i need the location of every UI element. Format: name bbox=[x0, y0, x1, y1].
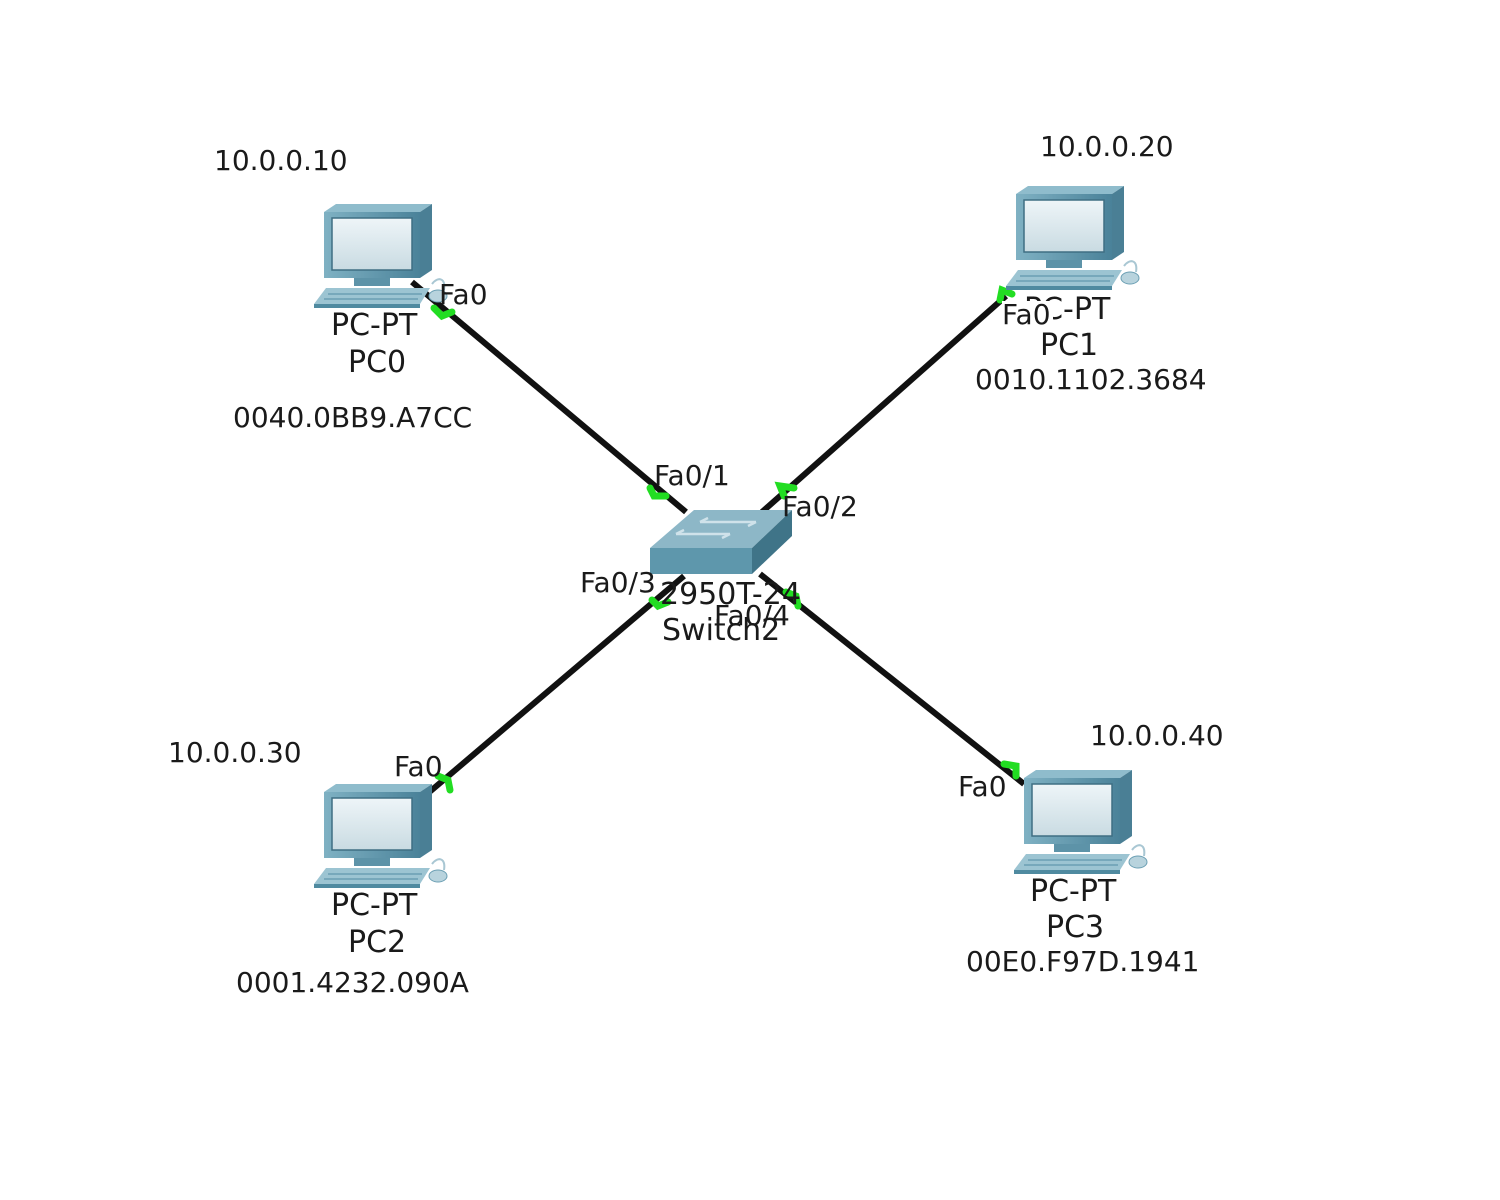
switch-port-fa0-4-label: Fa0/4 bbox=[714, 599, 790, 632]
pc3-model-label: PC-PT bbox=[1030, 874, 1117, 909]
pc0-icon[interactable] bbox=[313, 203, 448, 309]
switch-port-fa0-2-label: Fa0/2 bbox=[782, 490, 858, 523]
cable-pc3-switch[interactable] bbox=[758, 571, 1026, 787]
switch-port-fa0-1-label: Fa0/1 bbox=[654, 459, 730, 492]
link-status-pc2-fa0 bbox=[434, 772, 454, 794]
switch-icon[interactable] bbox=[650, 510, 792, 574]
pc2-model-label: PC-PT bbox=[331, 888, 418, 923]
pc3-port-label: Fa0 bbox=[958, 770, 1007, 803]
pc2-name-label: PC2 bbox=[348, 925, 407, 960]
cable-pc2-switch[interactable] bbox=[418, 573, 686, 803]
pc3-ip-label: 10.0.0.40 bbox=[1090, 719, 1224, 752]
pc2-icon[interactable] bbox=[313, 783, 448, 889]
pc0-model-label: PC-PT bbox=[331, 308, 418, 343]
pc0-port-label: Fa0 bbox=[439, 278, 488, 311]
pc1-icon[interactable] bbox=[1005, 185, 1140, 291]
pc1-port-label: Fa0 bbox=[1002, 298, 1053, 331]
link-status-switch-fa0-3 bbox=[648, 596, 672, 611]
cable-pc1-switch[interactable] bbox=[760, 293, 1008, 515]
switch-name-label: Switch2 bbox=[662, 613, 781, 648]
switch-model-label: 2950T-24 bbox=[660, 577, 801, 612]
pc3-icon[interactable] bbox=[1013, 769, 1148, 875]
switch-port-fa0-3-label: Fa0/3 bbox=[580, 566, 656, 599]
pc1-name-label: PC1 bbox=[1040, 328, 1099, 363]
pc3-name-label: PC3 bbox=[1046, 910, 1105, 945]
pc0-name-label: PC0 bbox=[348, 345, 407, 380]
link-status-switch-fa0-1 bbox=[646, 484, 670, 500]
pc0-ip-label: 10.0.0.10 bbox=[214, 144, 348, 177]
link-status-pc3-fa0 bbox=[1000, 760, 1020, 780]
pc1-ip-label: 10.0.0.20 bbox=[1040, 130, 1174, 163]
link-status-switch-fa0-2 bbox=[774, 481, 798, 500]
cable-pc0-switch[interactable] bbox=[410, 279, 688, 515]
link-status-switch-fa0-4 bbox=[782, 588, 802, 610]
pc2-ip-label: 10.0.0.30 bbox=[168, 736, 302, 769]
link-status-pc1-fa0 bbox=[996, 285, 1016, 304]
pc3-mac-label: 00E0.F97D.1941 bbox=[966, 945, 1200, 978]
pc0-mac-label: 0040.0BB9.A7CC bbox=[233, 401, 473, 434]
link-status-pc0-fa0 bbox=[430, 304, 456, 321]
pc2-port-label: Fa0 bbox=[394, 750, 443, 783]
pc1-mac-label: 0010.1102.3684 bbox=[975, 363, 1207, 396]
pc2-mac-label: 0001.4232.090A bbox=[236, 966, 469, 999]
